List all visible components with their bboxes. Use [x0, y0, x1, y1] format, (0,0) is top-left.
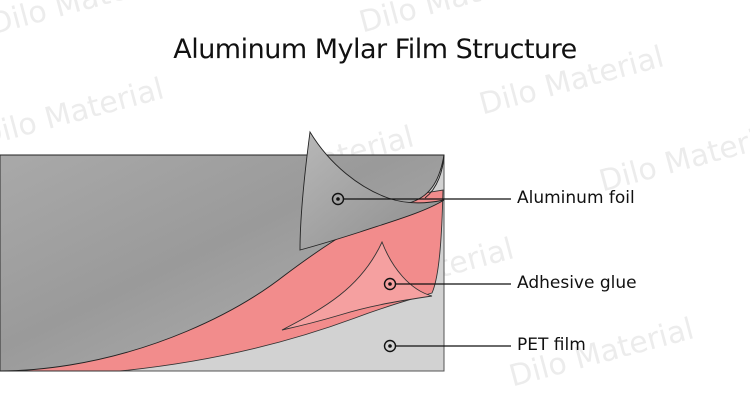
- page-title: Aluminum Mylar Film Structure: [173, 34, 577, 65]
- label-aluminum-foil: Aluminum foil: [517, 188, 635, 208]
- callout-aluminum-foil: [331, 192, 511, 206]
- callout-adhesive-glue: [383, 277, 511, 291]
- adhesive-curl: [281, 240, 433, 331]
- label-pet-film: PET film: [517, 335, 586, 355]
- callout-pet-film: [383, 339, 511, 353]
- foil-curl: [299, 130, 445, 251]
- label-adhesive-glue: Adhesive glue: [517, 273, 637, 293]
